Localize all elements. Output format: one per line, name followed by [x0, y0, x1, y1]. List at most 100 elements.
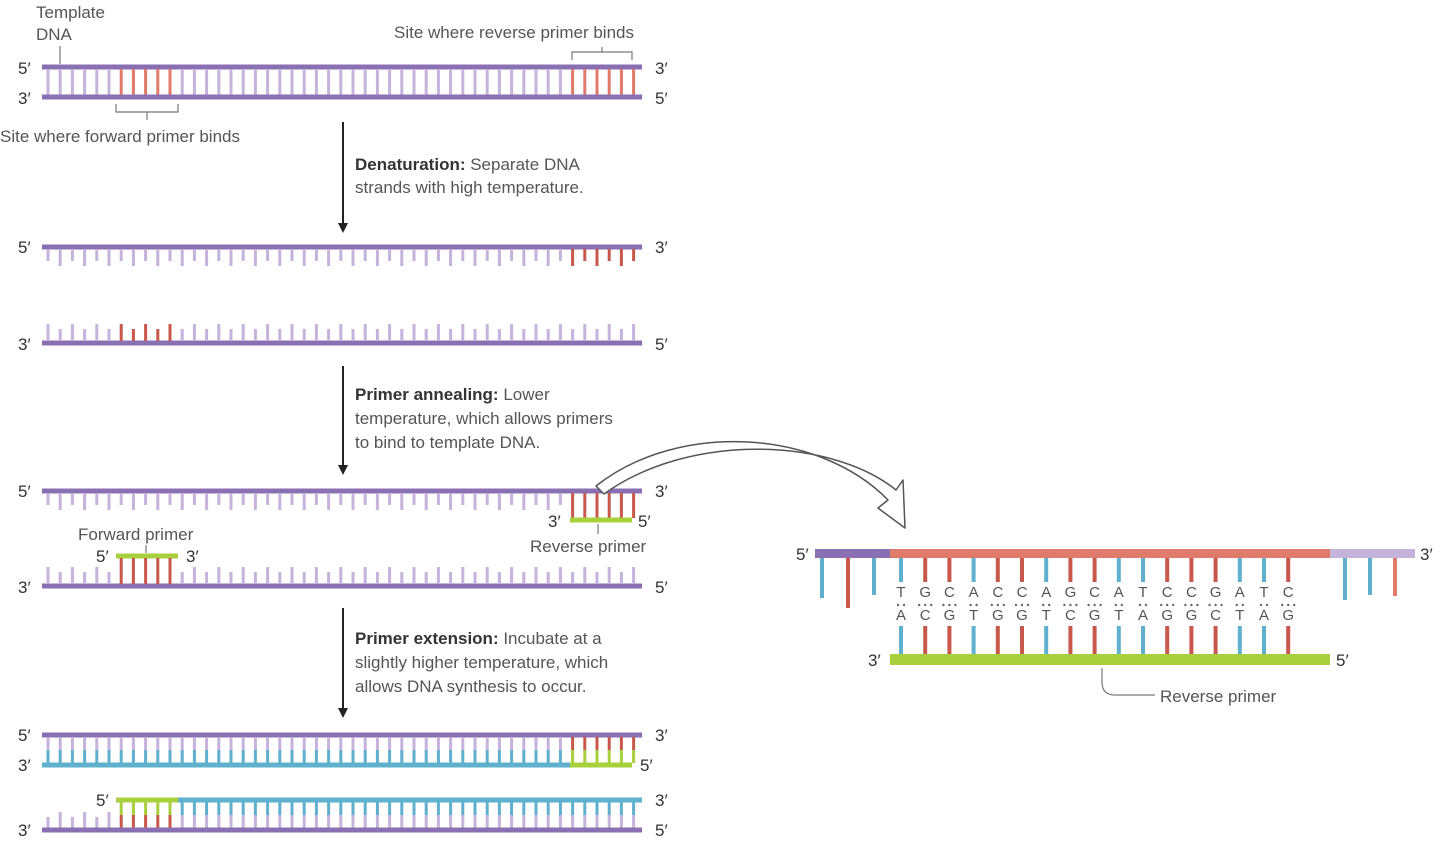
- base-letter: G: [919, 584, 931, 601]
- step-desc: temperature, which allows primers: [355, 409, 613, 428]
- forward-primer-label: Forward primer: [78, 525, 194, 544]
- base-letter: C: [944, 584, 955, 601]
- base-letter: C: [992, 584, 1003, 601]
- annealing-strands: 5′ 3′ 3′ 5′ Reverse primer Forward prime…: [18, 482, 668, 597]
- hydrogen-bond-dot: [1293, 603, 1296, 607]
- hydrogen-bond-dot: [1241, 603, 1245, 607]
- hydrogen-bond-dot: [1114, 603, 1118, 607]
- hydrogen-bond-dot: [1172, 603, 1175, 607]
- hydrogen-bond-dot: [930, 603, 933, 607]
- base-letter: C: [1065, 607, 1076, 624]
- zoom-template-backbone: [815, 549, 1415, 558]
- base-letter: G: [1186, 607, 1198, 624]
- hydrogen-bond-dot: [1087, 603, 1090, 607]
- base-letter: T: [896, 584, 905, 601]
- zoom-reverse-primer-label: Reverse primer: [1160, 687, 1277, 706]
- end-label: 3′: [18, 756, 31, 775]
- hydrogen-bond-dot: [1281, 603, 1284, 607]
- forward-site-bracket: [115, 104, 179, 120]
- hydrogen-bond-dot: [954, 603, 957, 607]
- step-title: Primer annealing:: [355, 385, 499, 404]
- end-label: 3′: [18, 89, 31, 108]
- hydrogen-bond-dot: [1063, 603, 1066, 607]
- base-letter: G: [1210, 584, 1222, 601]
- hydrogen-bond-dot: [1069, 603, 1072, 607]
- base-letter: C: [1186, 584, 1197, 601]
- hydrogen-bond-dot: [1196, 603, 1199, 607]
- end-label: 3′: [655, 59, 668, 78]
- end-label: 3′: [18, 578, 31, 597]
- hydrogen-bond-dot: [942, 603, 945, 607]
- base-letter: T: [1259, 584, 1268, 601]
- end-label: 5′: [18, 726, 31, 745]
- hydrogen-bond-dot: [1214, 603, 1217, 607]
- reverse-primer-label: Reverse primer: [530, 537, 647, 556]
- step-desc: to bind to template DNA.: [355, 433, 540, 452]
- base-letter: T: [1042, 607, 1051, 624]
- base-letter: G: [1089, 607, 1101, 624]
- base-pair-rungs: [46, 737, 636, 763]
- end-label: 5′: [18, 238, 31, 257]
- base-letter: G: [1161, 607, 1173, 624]
- hydrogen-bond-dot: [1026, 603, 1030, 607]
- end-label: 3′: [655, 238, 668, 257]
- step-desc: Incubate at a: [499, 629, 603, 648]
- zoom-arrow-body: [595, 440, 906, 529]
- zoom-arrow: [595, 440, 906, 529]
- hydrogen-bond-dot: [902, 603, 906, 607]
- end-label: 5′: [655, 821, 668, 840]
- base-letter: G: [944, 607, 956, 624]
- base-letter: T: [1114, 607, 1123, 624]
- end-label: 3′: [655, 726, 668, 745]
- end-label: 3′: [548, 512, 561, 531]
- base-letter: C: [920, 607, 931, 624]
- base-pair-rungs: [46, 69, 636, 95]
- hydrogen-bond-dot: [1048, 603, 1051, 607]
- hydrogen-bond-dot: [1020, 603, 1024, 607]
- end-label: 5′: [1336, 651, 1349, 670]
- base-letter: G: [992, 607, 1004, 624]
- base-letter: A: [896, 607, 906, 624]
- hydrogen-bond-dot: [996, 603, 999, 607]
- end-label: 3′: [655, 482, 668, 501]
- end-label: 3′: [655, 791, 668, 810]
- base-letter: A: [1114, 584, 1124, 601]
- base-ticks: [46, 493, 636, 518]
- template-dna-label: Template: [36, 3, 105, 22]
- end-label: 5′: [638, 512, 651, 531]
- step-desc: Lower: [499, 385, 550, 404]
- end-label: 5′: [18, 59, 31, 78]
- end-label: 5′: [655, 335, 668, 354]
- hydrogen-bond-dot: [1190, 603, 1193, 607]
- extended-duplex-1: 5′ 3′ 3′ 5′: [18, 726, 668, 775]
- base-ticks: [46, 324, 636, 341]
- hydrogen-bond-dot: [1120, 603, 1124, 607]
- step-title: Denaturation:: [355, 155, 466, 174]
- hydrogen-bond-dot: [1042, 603, 1045, 607]
- hydrogen-bond-dot: [896, 603, 900, 607]
- base-letter: C: [1017, 584, 1028, 601]
- base-letter: C: [1283, 584, 1294, 601]
- extended-duplex-2: 5′ 3′ 3′ 5′: [18, 791, 668, 840]
- hydrogen-bond-dot: [1265, 603, 1269, 607]
- base-letter: A: [1041, 584, 1051, 601]
- hydrogen-bond-dot: [1208, 603, 1211, 607]
- base-letter: G: [1016, 607, 1028, 624]
- reverse-site-bracket: [571, 47, 633, 60]
- end-label: 5′: [640, 756, 653, 775]
- end-label: 5′: [655, 89, 668, 108]
- reverse-site-label: Site where reverse primer binds: [394, 23, 634, 42]
- end-label: 5′: [96, 547, 109, 566]
- base-letter: A: [1235, 584, 1245, 601]
- end-label: 5′: [18, 482, 31, 501]
- base-letter: T: [1138, 584, 1147, 601]
- base-letter: T: [969, 607, 978, 624]
- hydrogen-bond-dot: [1099, 603, 1102, 607]
- hydrogen-bond-dot: [1075, 603, 1078, 607]
- end-label: 3′: [868, 651, 881, 670]
- template-dna-label: DNA: [36, 25, 73, 44]
- end-label: 3′: [1420, 545, 1433, 564]
